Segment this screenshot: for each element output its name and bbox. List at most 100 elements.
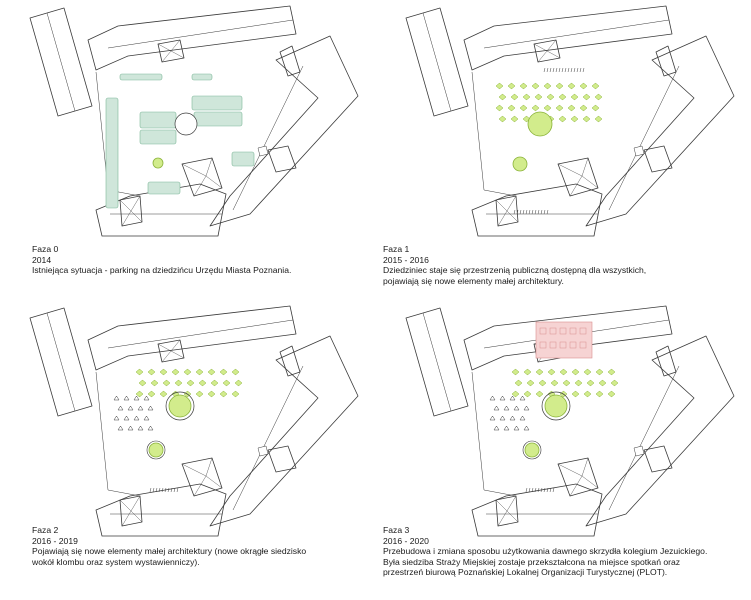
top-wing-building <box>463 5 673 71</box>
seat-element <box>150 379 159 387</box>
parking-block <box>191 73 213 81</box>
seat-element <box>594 115 603 123</box>
bike-rack-bar <box>582 67 585 73</box>
seat-element <box>183 368 192 376</box>
seat-element <box>555 104 564 112</box>
seat-element <box>558 115 567 123</box>
seat-element <box>219 368 228 376</box>
bike-rack-bar <box>549 487 552 493</box>
roundabout <box>174 112 198 136</box>
seat-element <box>234 379 243 387</box>
phase-0-years: 2014 <box>32 254 52 265</box>
phase-2-title: Faza 2 <box>32 525 59 535</box>
bottom-wing-building <box>471 183 603 237</box>
seating-elements <box>135 368 243 398</box>
small-flower-bed <box>512 156 528 172</box>
info-sign <box>633 445 645 457</box>
seat-element <box>522 93 531 101</box>
pavilion-roof-line <box>205 157 213 177</box>
bike-rack-bar <box>579 67 582 73</box>
small-flower-bed <box>524 442 540 458</box>
right-wing-ridge <box>608 365 680 511</box>
phase-3-panel: Faza 3 2016 - 2020 Przebudowa i zmiana s… <box>376 300 751 600</box>
meeting-table <box>579 327 587 335</box>
phase-1-panel: Faza 1 2015 - 2016 Dziedziniec staje się… <box>376 0 751 300</box>
tower-roof-line <box>161 339 181 363</box>
seat-element <box>555 82 564 90</box>
phase-0-caption: Faza 0 2014 Istniejąca sytuacja - parkin… <box>32 244 291 276</box>
converted-wing <box>535 321 593 359</box>
seat-element <box>231 390 240 398</box>
meeting-table <box>549 341 557 349</box>
bike-rack-bar <box>519 209 522 215</box>
exhibition-stand <box>113 395 120 401</box>
small-flower-bed <box>148 442 164 458</box>
seat-element <box>582 115 591 123</box>
seat-element <box>567 82 576 90</box>
seat-element <box>195 390 204 398</box>
bike-rack-bar <box>149 487 152 493</box>
pavilion-roof-line <box>193 175 207 197</box>
pavilion-roof-line <box>557 163 583 177</box>
exhibition-stand <box>523 425 530 431</box>
converted-wing-area <box>535 321 593 359</box>
bike-rack-bar <box>522 209 525 215</box>
seat-element <box>219 390 228 398</box>
exhibition-stand <box>503 405 510 411</box>
seat-element <box>591 82 600 90</box>
bike-rack-top <box>543 67 585 73</box>
bike-rack-bar <box>531 209 534 215</box>
right-small-block <box>643 145 673 173</box>
seat-element <box>538 379 547 387</box>
seating-elements <box>511 368 619 398</box>
seat-element <box>571 390 580 398</box>
right-wing-ridge <box>232 365 304 511</box>
exhibition-stand <box>499 415 506 421</box>
exhibition-stand <box>133 415 140 421</box>
seat-element <box>570 115 579 123</box>
bike-rack-bar <box>576 67 579 73</box>
round-bench <box>522 440 542 460</box>
meeting-table <box>559 341 567 349</box>
meeting-table <box>549 327 557 335</box>
left-wing-building <box>405 7 469 117</box>
exhibition-stand <box>123 415 130 421</box>
seat-element <box>511 368 520 376</box>
bike-rack-bar <box>567 67 570 73</box>
pavilion-roof-line <box>193 475 207 497</box>
bike-rack-bar <box>546 487 549 493</box>
bike-rack-bar <box>549 67 552 73</box>
left-wing-building <box>405 307 469 417</box>
exhibition-stand <box>147 425 154 431</box>
phase-1-site-plan <box>405 5 735 237</box>
pavilion-roof-line <box>181 463 207 477</box>
seat-element <box>535 390 544 398</box>
seat-element <box>207 368 216 376</box>
seat-element <box>198 379 207 387</box>
tower-roof-line <box>161 39 181 63</box>
pavilion-roof-line <box>581 457 589 477</box>
seat-element <box>534 93 543 101</box>
seat-element <box>579 104 588 112</box>
seat-element <box>495 104 504 112</box>
phase-3-description-line: Była siedziba Straży Miejskiej zostaje p… <box>383 556 681 567</box>
courtyard-edge <box>471 371 517 497</box>
exhibition-stand <box>147 405 154 411</box>
top-wing-building <box>87 5 297 71</box>
phase-3-title: Faza 3 <box>383 525 410 535</box>
seat-element <box>559 368 568 376</box>
meeting-table <box>569 327 577 335</box>
seat-element <box>159 368 168 376</box>
bottom-left-roof-line <box>497 195 517 227</box>
bike-rack-bar <box>570 67 573 73</box>
left-wing-ridge <box>422 312 452 412</box>
right-wing-building <box>209 335 359 527</box>
seat-element <box>147 390 156 398</box>
round-bench <box>146 440 166 460</box>
central-flower-bed <box>168 394 192 418</box>
seat-element <box>583 390 592 398</box>
courtyard-edge <box>471 71 517 197</box>
seat-element <box>610 379 619 387</box>
seat-element <box>598 379 607 387</box>
bike-rack-bar <box>531 487 534 493</box>
